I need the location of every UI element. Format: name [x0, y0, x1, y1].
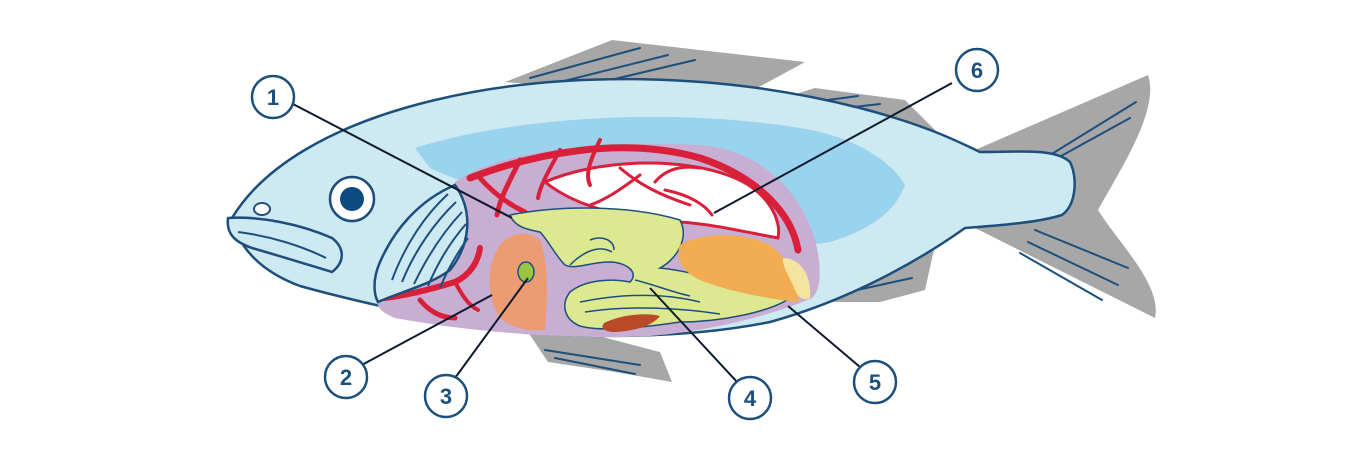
- callout-4: 4: [727, 375, 773, 421]
- callout-circle: [727, 375, 773, 421]
- eye-pupil: [340, 187, 364, 211]
- leader-line-6: [713, 82, 953, 214]
- callout-number: 4: [744, 386, 757, 411]
- callout-2: 2: [323, 354, 369, 400]
- callout-1: 1: [250, 74, 296, 120]
- leader-line-4: [649, 287, 739, 384]
- mouth: [226, 216, 343, 274]
- leader-line-5: [787, 305, 861, 368]
- intestine-folds: [569, 237, 721, 315]
- callout-circle: [250, 74, 296, 120]
- gallbladder: [517, 261, 535, 283]
- mouth-lip: [237, 231, 327, 259]
- callout-circle: [423, 373, 469, 419]
- callout-circle: [852, 359, 898, 405]
- callout-5: 5: [852, 359, 898, 405]
- leader-line-3: [454, 277, 529, 379]
- callout-number: 2: [340, 365, 352, 390]
- leader-lines: [290, 82, 953, 384]
- callout-circle: [954, 47, 1000, 93]
- callout-number: 1: [267, 85, 279, 110]
- callout-number: 5: [869, 370, 881, 395]
- leader-line-2: [357, 294, 493, 368]
- leader-line-1: [290, 102, 513, 219]
- callout-number: 3: [440, 384, 452, 409]
- callout-6: 6: [954, 47, 1000, 93]
- liver: [489, 233, 547, 331]
- gonad: [678, 235, 799, 302]
- nostril: [253, 202, 271, 216]
- callout-circle: [323, 354, 369, 400]
- callout-number: 6: [971, 58, 983, 83]
- spleen: [602, 314, 660, 332]
- blood-vessels: [382, 138, 802, 321]
- gonad-light: [782, 258, 811, 300]
- gill-arches: [391, 193, 469, 289]
- callout-3: 3: [423, 373, 469, 419]
